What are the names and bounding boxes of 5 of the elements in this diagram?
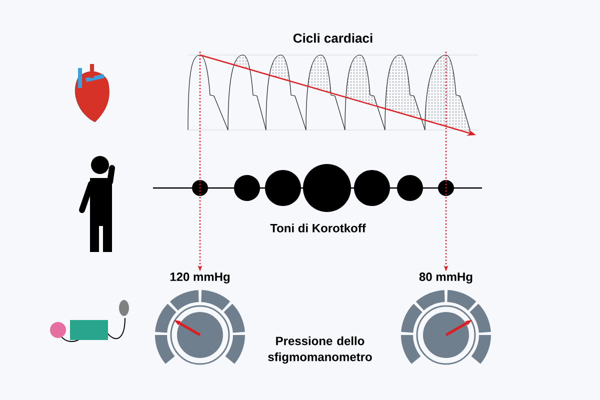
sound-caption: Toni di Korotkoff: [270, 224, 366, 232]
node-label: 120 mmHg: [170, 272, 230, 284]
chart-title: Cicli cardiaci: [293, 33, 372, 43]
caption: Pressione dello sfigmomanometro: [268, 336, 372, 364]
node-label: 80 mmHg: [419, 272, 472, 284]
